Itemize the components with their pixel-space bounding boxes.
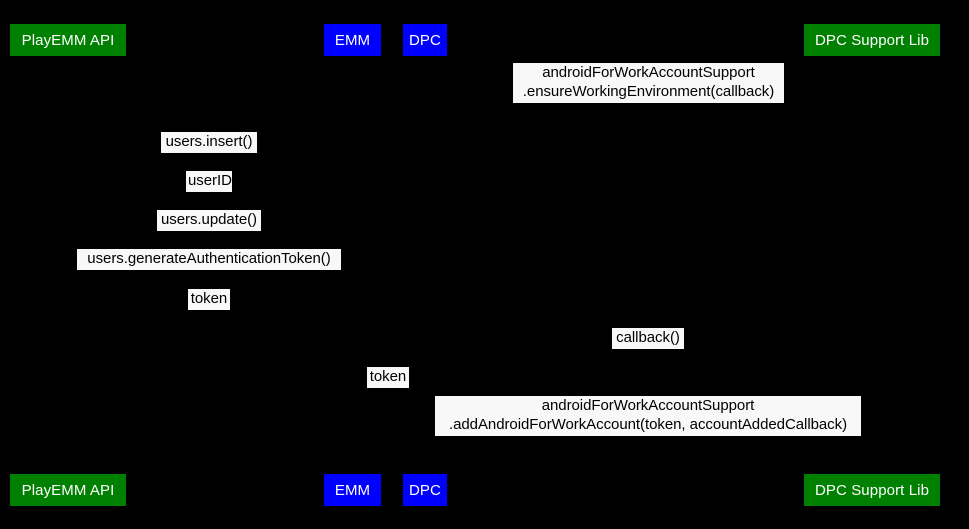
message-text-line1: users.update() (160, 211, 258, 228)
participant-top-dpc[interactable]: DPC (403, 24, 447, 56)
participant-top-emm[interactable]: EMM (324, 24, 381, 56)
message-text-line1: androidForWorkAccountSupport (541, 397, 755, 414)
msg-callback: callback() (612, 328, 684, 349)
participant-label: EMM (334, 481, 371, 499)
message-text-line1: callback() (616, 329, 680, 346)
participant-bottom-emm[interactable]: EMM (324, 474, 381, 506)
message-text-line1: androidForWorkAccountSupport (542, 64, 755, 81)
message-text-line2: .addAndroidForWorkAccount(token, account… (448, 416, 848, 433)
participant-label: PlayEMM API (21, 481, 115, 499)
participant-label: DPC Support Lib (814, 481, 930, 499)
message-text-line1: token (369, 368, 407, 385)
msg-generate-authentication-token: users.generateAuthenticationToken() (77, 249, 341, 270)
message-text-line1: users.insert() (165, 133, 253, 150)
msg-token-2: token (367, 367, 409, 388)
participant-bottom-playemm-api[interactable]: PlayEMM API (10, 474, 126, 506)
msg-users-insert: users.insert() (161, 132, 257, 153)
msg-token-1: token (188, 289, 230, 310)
msg-ensure-working-environment: androidForWorkAccountSupport .ensureWorki… (513, 63, 784, 103)
participant-label: PlayEMM API (21, 31, 115, 49)
participant-label: DPC (409, 481, 441, 499)
message-text-line1: userID (188, 172, 232, 189)
msg-userid: userID (186, 171, 232, 192)
message-text-line1: token (190, 290, 228, 307)
participant-top-playemm-api[interactable]: PlayEMM API (10, 24, 126, 56)
msg-add-android-for-work-account: androidForWorkAccountSupport .addAndroidF… (435, 396, 861, 436)
participant-bottom-dpc[interactable]: DPC (403, 474, 447, 506)
msg-users-update: users.update() (157, 210, 261, 231)
message-text-line1: users.generateAuthenticationToken() (87, 250, 331, 267)
participant-label: EMM (334, 31, 371, 49)
message-text-line2: .ensureWorkingEnvironment(callback) (522, 83, 775, 100)
participant-label: DPC (409, 31, 441, 49)
participant-bottom-dpc-support-lib[interactable]: DPC Support Lib (804, 474, 940, 506)
participant-top-dpc-support-lib[interactable]: DPC Support Lib (804, 24, 940, 56)
participant-label: DPC Support Lib (814, 31, 930, 49)
